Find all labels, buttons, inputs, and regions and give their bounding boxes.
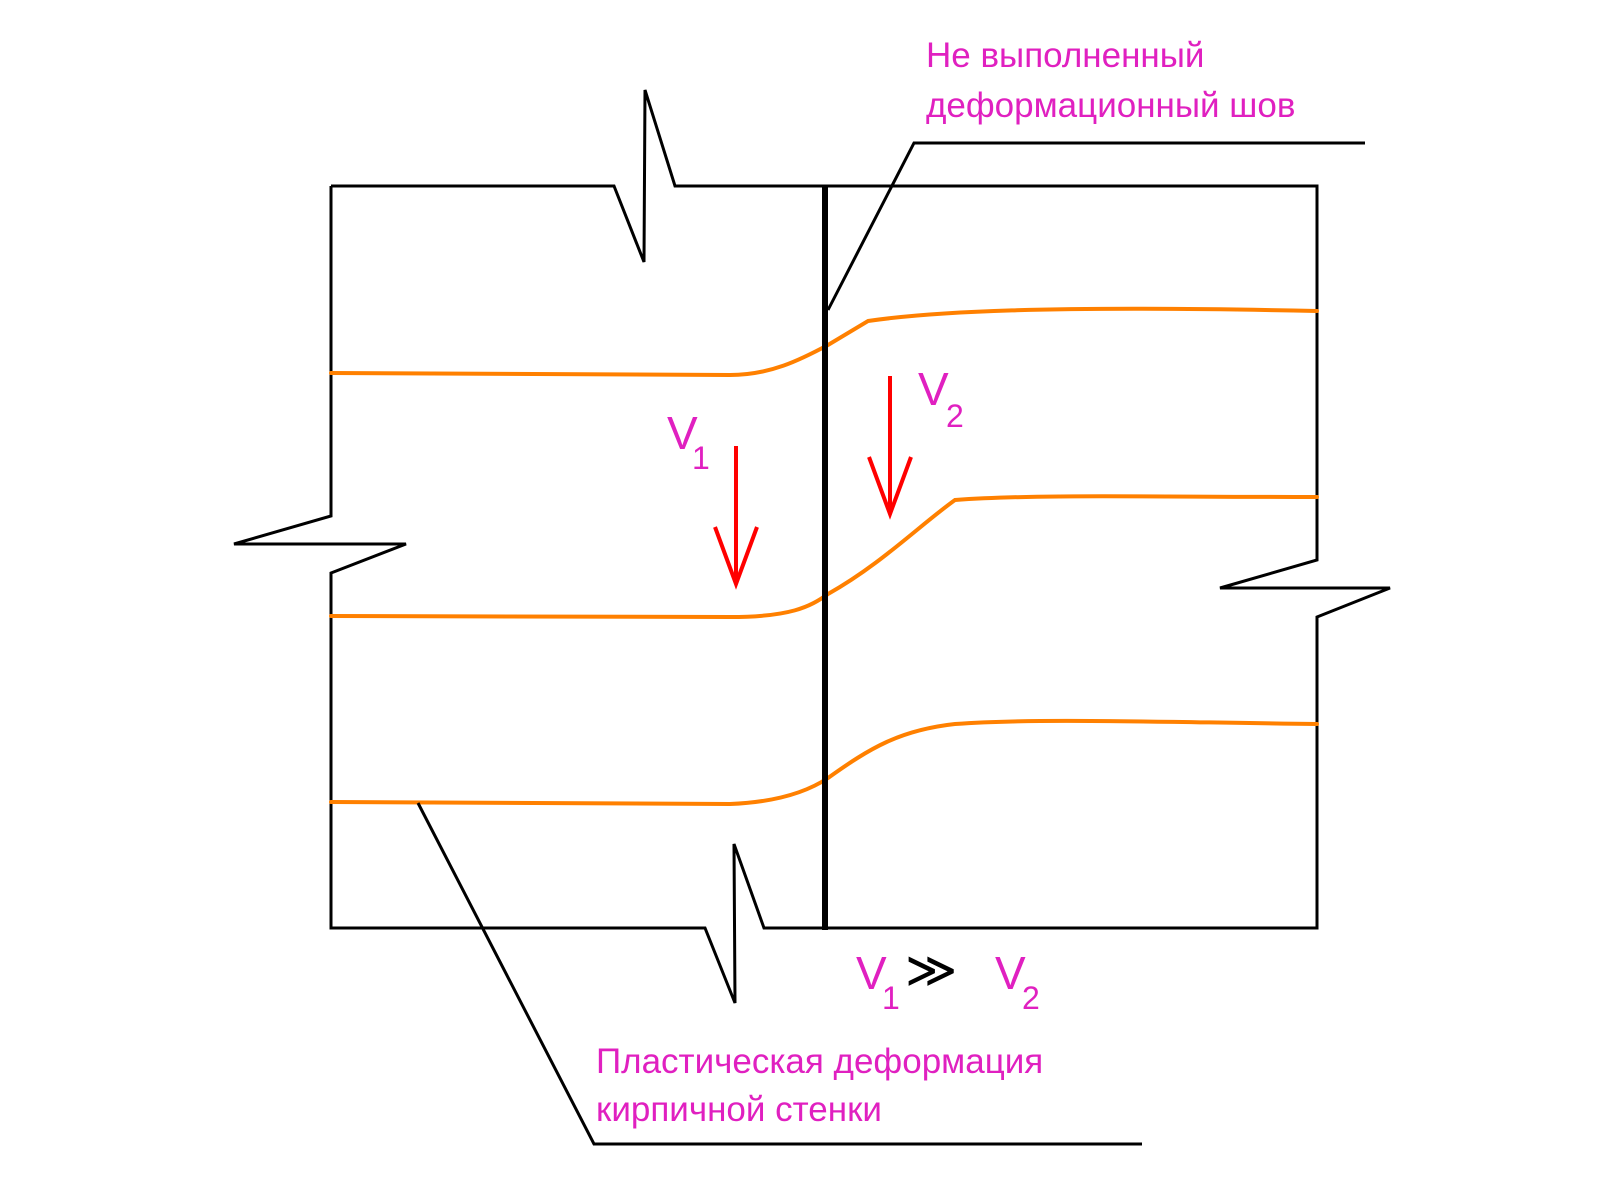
seam-leader bbox=[826, 141, 1365, 311]
arrow-v2 bbox=[867, 376, 913, 520]
layer-line-bottom bbox=[329, 718, 1319, 807]
v1-subscript: 1 bbox=[692, 440, 710, 476]
plastic-label-line2: кирпичной стенки bbox=[596, 1090, 882, 1129]
relation-v1-letter: V bbox=[856, 947, 887, 999]
relation-symbol: ≫ bbox=[905, 942, 958, 998]
v2-letter: V bbox=[918, 363, 949, 415]
wall-outline bbox=[233, 89, 1391, 1004]
relation-v2-letter: V bbox=[995, 947, 1026, 999]
seam-label-line2: деформационный шов bbox=[926, 86, 1296, 125]
plastic-leader bbox=[416, 802, 1142, 1146]
v2-subscript: 2 bbox=[946, 398, 964, 434]
arrow-v1 bbox=[713, 446, 759, 590]
relation-v1-subscript: 1 bbox=[882, 980, 900, 1016]
layer-line-top bbox=[329, 306, 1319, 378]
plastic-label-line1: Пластическая деформация bbox=[596, 1042, 1044, 1081]
layer-line-middle bbox=[329, 494, 1319, 620]
relation-v2-subscript: 2 bbox=[1022, 980, 1040, 1016]
v1-letter: V bbox=[667, 407, 698, 459]
seam-label-line1: Не выполненный bbox=[926, 36, 1205, 75]
